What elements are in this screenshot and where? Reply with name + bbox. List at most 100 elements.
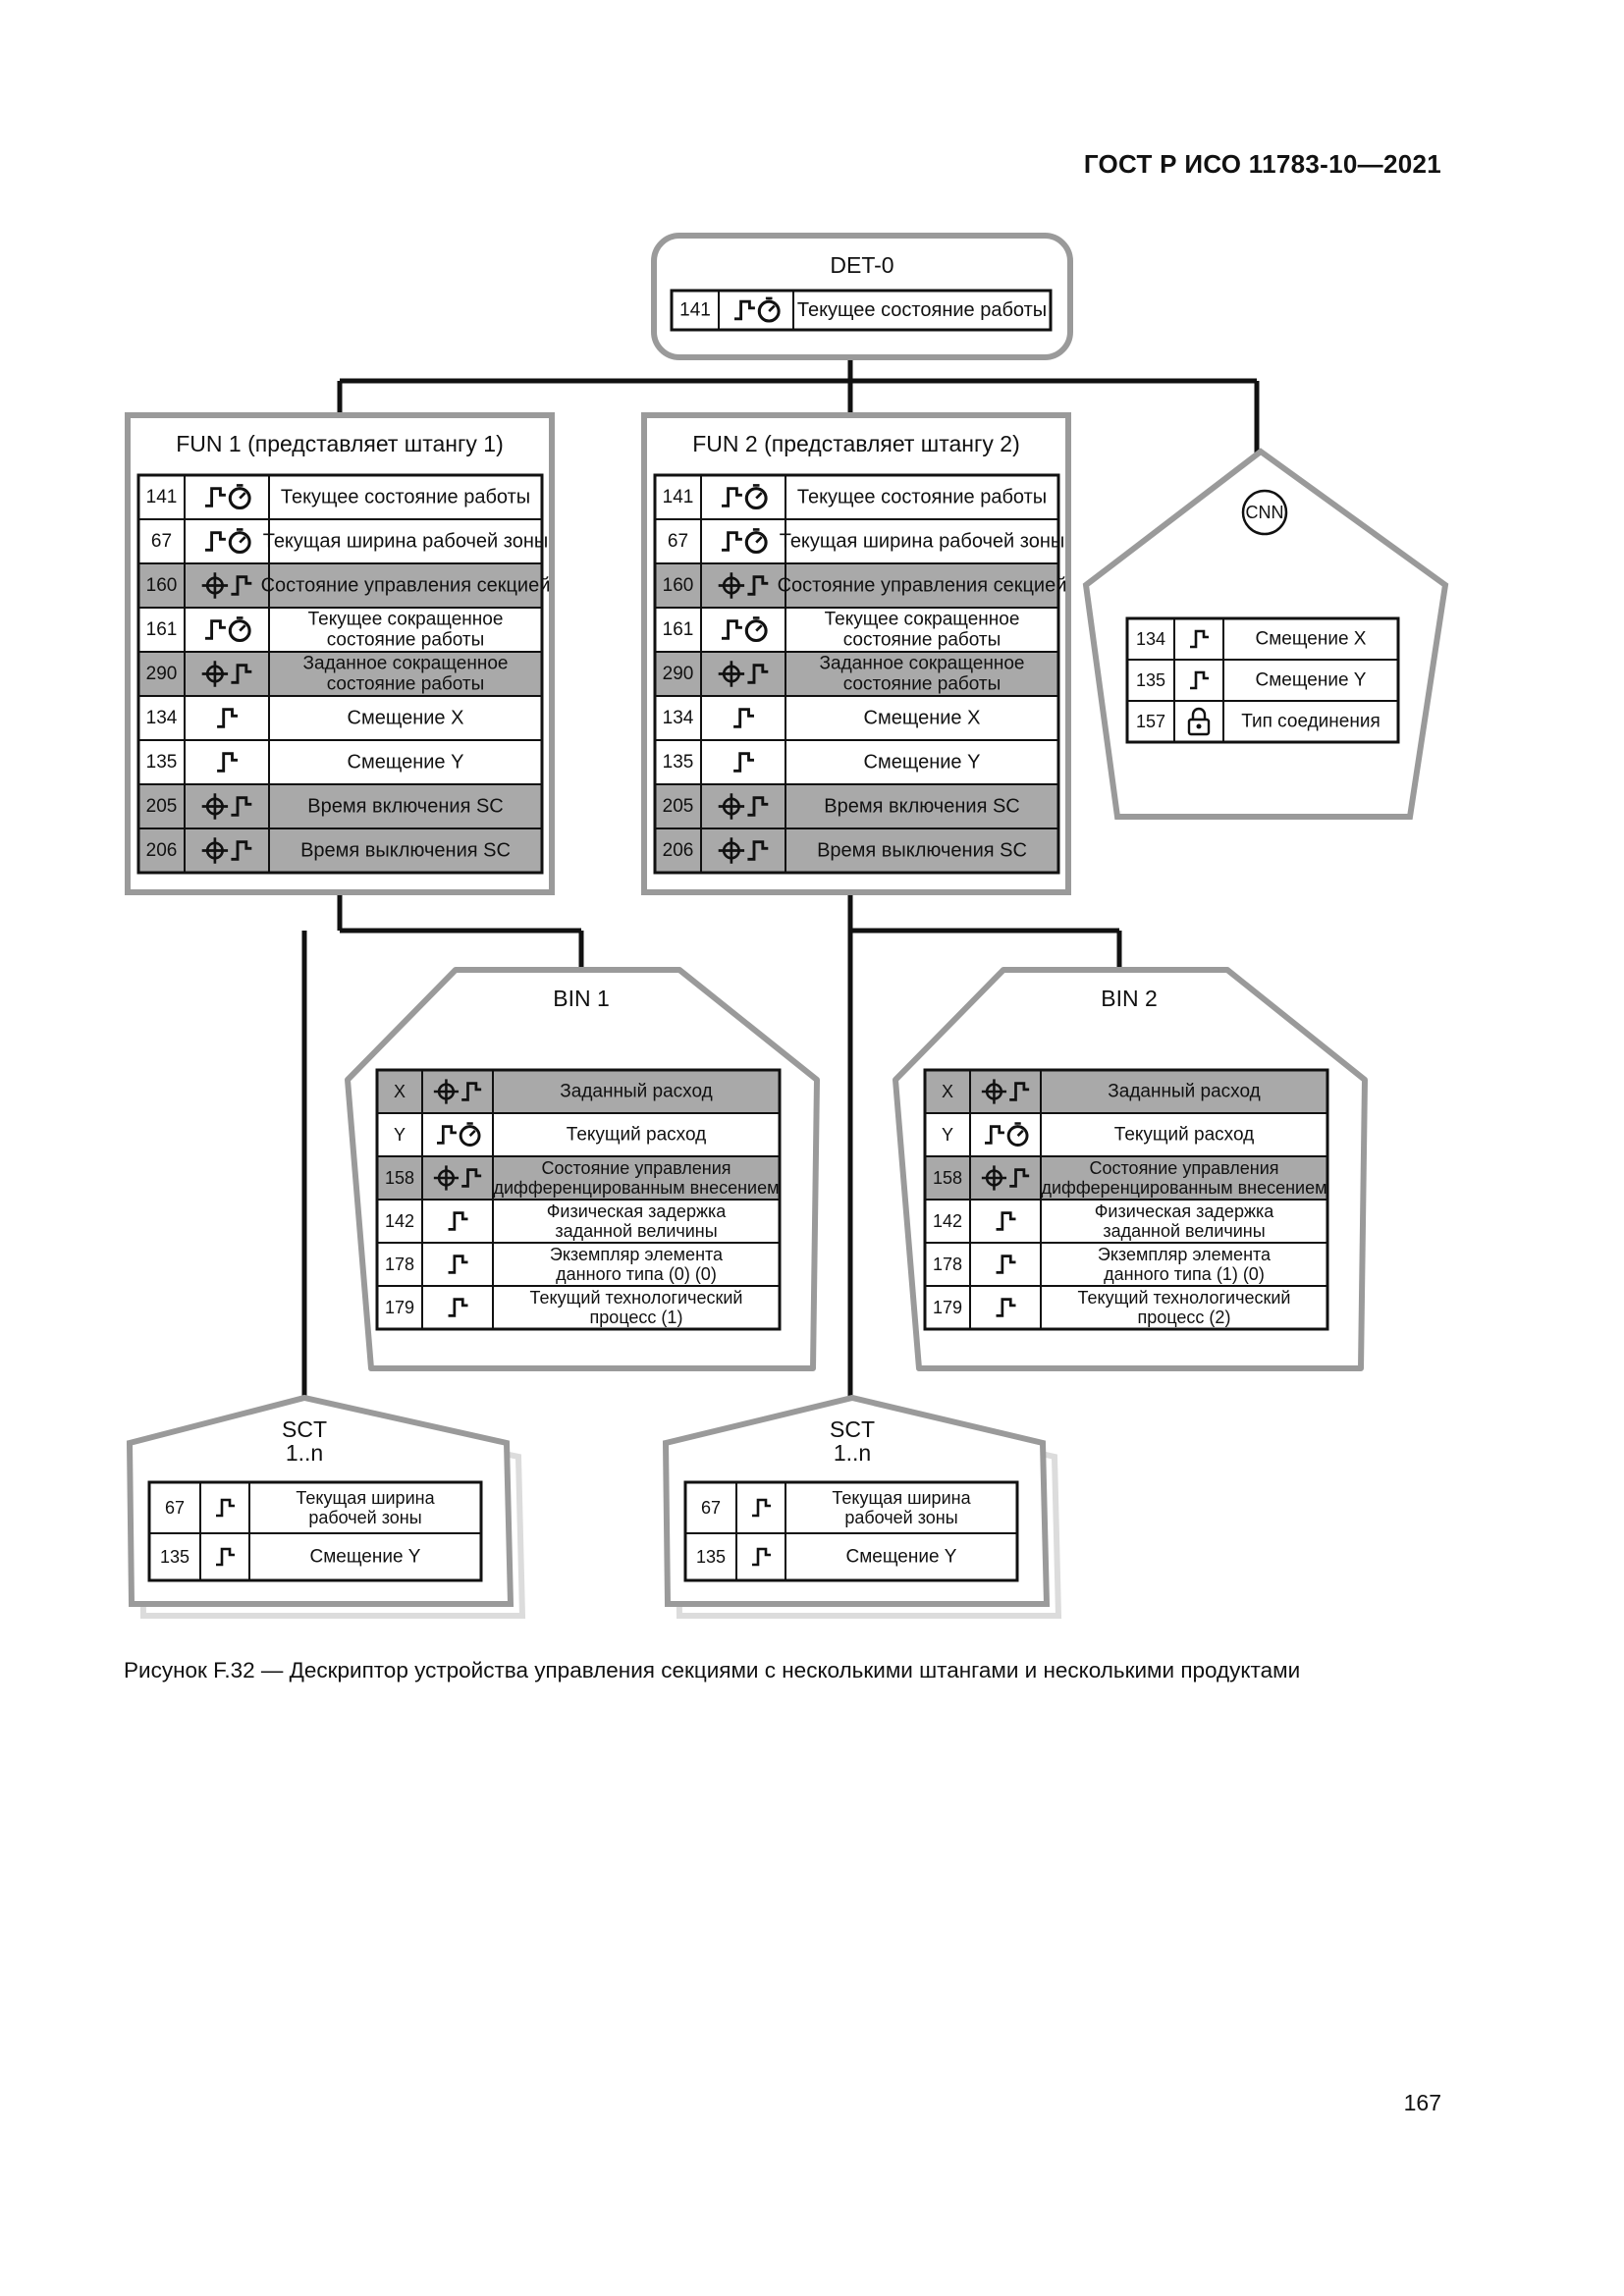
trigger-glyph xyxy=(747,575,769,596)
row-label: Заданное сокращенное xyxy=(303,654,509,674)
row-label: Заданный расход xyxy=(560,1082,712,1102)
ddi-number: 158 xyxy=(933,1168,962,1188)
setpoint-cross xyxy=(433,1079,460,1104)
fun1-title: FUN 1 (представляет штангу 1) xyxy=(176,431,504,456)
timer-glyph xyxy=(228,619,251,643)
trigger-glyph xyxy=(216,1547,235,1567)
trigger-timer-icon xyxy=(722,528,768,555)
trigger-glyph xyxy=(231,840,252,861)
setpoint-cross xyxy=(201,793,229,820)
trigger-timer-icon xyxy=(437,1122,481,1147)
table-border xyxy=(683,1480,1019,1582)
trigger-glyph xyxy=(205,487,226,507)
timer-hand xyxy=(1014,1122,1024,1137)
row-label: Физическая задержка xyxy=(1095,1201,1275,1221)
row-label: Состояние управления секцией xyxy=(261,575,551,597)
trigger-glyph xyxy=(217,752,238,773)
row-label: Текущая ширина рабочей зоны xyxy=(263,531,549,553)
trigger-glyph xyxy=(216,1498,235,1518)
trigger-icon xyxy=(733,752,754,773)
row-label: Смещение Y xyxy=(1256,670,1367,691)
cnn-title: CNN xyxy=(1246,503,1284,522)
ddi-number: X xyxy=(394,1082,406,1101)
setpoint-trigger-icon xyxy=(718,661,769,687)
ddi-number: 179 xyxy=(933,1298,962,1317)
trigger-icon xyxy=(752,1547,771,1567)
row-label: Смещение Y xyxy=(846,1547,957,1568)
row-label: Смещение Y xyxy=(310,1547,421,1568)
trigger-glyph xyxy=(231,796,252,817)
ddi-number: 135 xyxy=(696,1547,726,1567)
ddi-number: 205 xyxy=(663,796,694,817)
setpoint-cross xyxy=(201,661,229,687)
cnn-badge xyxy=(1241,489,1288,536)
ddi-number: 67 xyxy=(151,531,172,552)
ddi-number: 134 xyxy=(663,708,694,728)
lock-body xyxy=(1187,718,1211,736)
sct2-subtitle: 1..n xyxy=(834,1440,871,1466)
setpoint-cross xyxy=(201,572,229,599)
timer-glyph xyxy=(228,531,251,555)
ddi-number: 135 xyxy=(663,752,694,773)
timer-hand xyxy=(752,528,763,544)
table-border xyxy=(1125,616,1400,744)
row-label: Состояние управления xyxy=(1090,1158,1279,1178)
row-label: Состояние управления xyxy=(542,1158,731,1178)
ddi-number: 206 xyxy=(146,840,178,861)
trigger-glyph xyxy=(205,531,226,552)
trigger-glyph xyxy=(1009,1082,1030,1101)
row-label: данного типа (1) (0) xyxy=(1104,1264,1265,1284)
row-label: Текущий расход xyxy=(1114,1125,1254,1146)
trigger-icon xyxy=(217,708,238,728)
row-label: Текущая ширина рабочей зоны xyxy=(780,531,1065,553)
fun2-row: 134 Смещение X xyxy=(654,695,1059,741)
timer-glyph xyxy=(744,531,768,555)
trigger-glyph xyxy=(217,708,238,728)
row-background xyxy=(376,1285,781,1330)
row-label: Экземпляр элемента xyxy=(550,1245,724,1264)
ddi-number: 67 xyxy=(701,1498,721,1518)
lock-icon xyxy=(1187,707,1211,736)
ddi-number: 141 xyxy=(146,487,178,507)
trigger-glyph xyxy=(722,531,742,552)
row-label: Смещение X xyxy=(1256,629,1367,650)
trigger-icon xyxy=(216,1498,235,1518)
table-border xyxy=(923,1068,1329,1331)
bin1-title: BIN 1 xyxy=(553,986,610,1011)
trigger-glyph xyxy=(461,1168,482,1188)
trigger-glyph xyxy=(1009,1168,1030,1188)
ddi-number: 290 xyxy=(146,664,178,684)
row-label: Смещение X xyxy=(864,708,981,729)
table-border xyxy=(147,1480,483,1582)
row-label: Состояние управления секцией xyxy=(778,575,1067,597)
row-label: Заданное сокращенное xyxy=(820,654,1025,674)
trigger-glyph xyxy=(461,1082,482,1101)
trigger-glyph xyxy=(231,664,252,684)
lock-shackle xyxy=(1191,707,1207,720)
trigger-timer-icon xyxy=(205,484,251,510)
ddi-number: 67 xyxy=(668,531,688,552)
trigger-glyph xyxy=(205,619,226,640)
row-label: Физическая задержка xyxy=(547,1201,728,1221)
sct2-title: SCT xyxy=(830,1416,875,1442)
timer-glyph xyxy=(757,299,781,323)
setpoint-cross xyxy=(718,572,745,599)
setpoint-cross xyxy=(201,837,229,864)
bin1-row: X Заданный расход xyxy=(376,1069,781,1114)
